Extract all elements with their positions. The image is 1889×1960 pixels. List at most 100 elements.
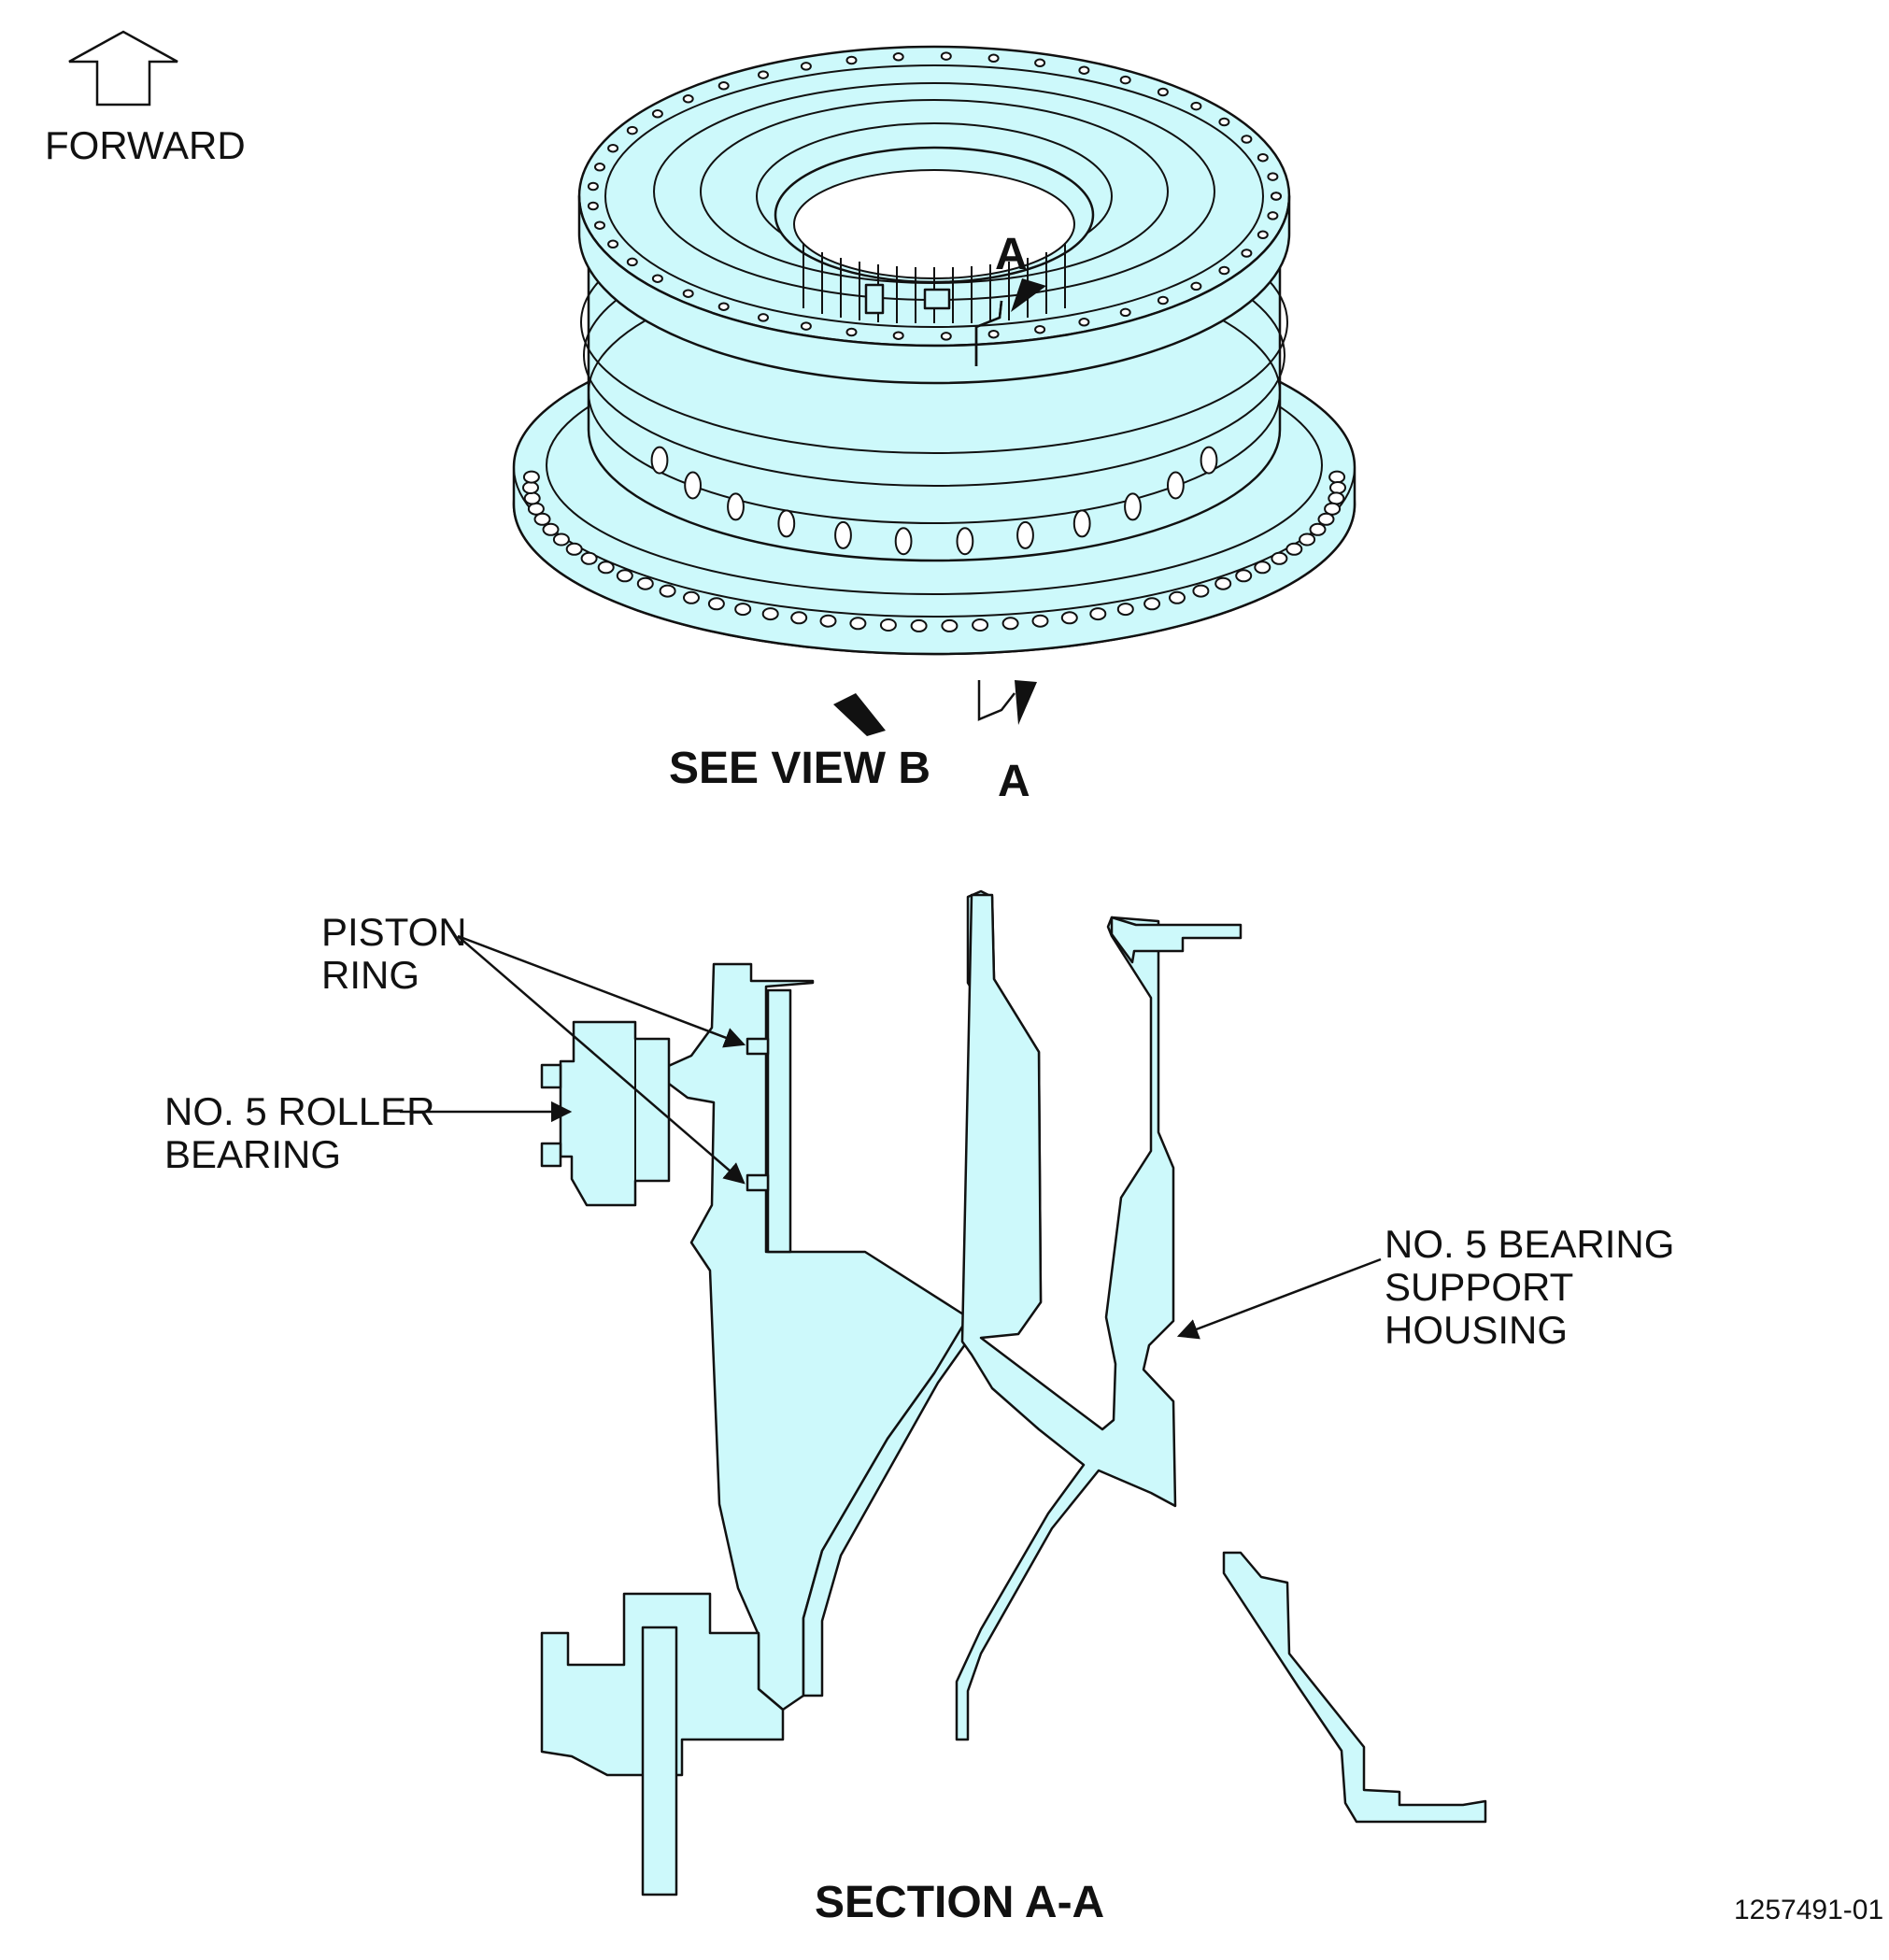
piston-ring-label-2: RING [321, 953, 419, 997]
bolt-hole [565, 542, 583, 556]
figure-number: 1257491-01 [1734, 1895, 1883, 1925]
see-view-label: SEE VIEW B [669, 744, 930, 793]
bolt-hole [594, 220, 605, 230]
section-title: SECTION A-A [815, 1878, 1104, 1927]
bolt-hole [1143, 597, 1161, 611]
bolt-hole [1157, 87, 1169, 97]
bolt-hole [523, 491, 541, 505]
bolt-hole [845, 327, 858, 337]
bolt-hole [682, 94, 694, 104]
bolt-hole [552, 533, 570, 547]
bolt-hole [845, 55, 858, 65]
bolt-hole [580, 551, 598, 565]
bolt-hole [1218, 265, 1230, 276]
bolt-hole [607, 239, 619, 249]
bolt-hole [616, 569, 633, 583]
bolt-hole [849, 617, 867, 631]
bolt-hole [910, 618, 928, 632]
piston-ring-label-1: PISTON [321, 910, 467, 954]
bolt-hole [819, 614, 837, 628]
bolt-hole [1267, 172, 1279, 181]
bolt-hole [1190, 101, 1202, 111]
section-cut-arrow-icon [977, 680, 1037, 725]
bolt-hole [717, 81, 730, 91]
bolt-hole [1167, 471, 1185, 500]
bolt-hole [879, 618, 897, 632]
bolt-hole [1299, 533, 1316, 547]
bolt-hole [1060, 611, 1078, 625]
bolt-hole [651, 274, 663, 283]
bolt-hole [1034, 58, 1046, 68]
bolt-hole [1271, 192, 1282, 201]
bolt-hole [1190, 281, 1202, 291]
bolt-hole [587, 181, 599, 192]
bolt-hole [892, 331, 904, 340]
bolt-hole [800, 321, 812, 331]
bolt-hole [522, 470, 540, 484]
bolt-hole [650, 446, 669, 475]
bolt-hole [1328, 470, 1346, 484]
bolt-hole [1157, 295, 1169, 305]
bolt-hole [1218, 117, 1230, 127]
section-a-a-view [540, 889, 1487, 1896]
bolt-hole [597, 561, 615, 575]
bolt-hole [587, 201, 599, 211]
bolt-hole [940, 51, 952, 61]
bolt-hole [1257, 152, 1269, 163]
section-letter-bottom: A [998, 757, 1030, 806]
support-housing-label-2: SUPPORT [1385, 1265, 1573, 1309]
housing-isometric-view [512, 45, 1356, 656]
bolt-hole [1031, 614, 1049, 628]
bolt-hole [734, 603, 752, 617]
bolt-hole [727, 492, 745, 521]
section-letter-top: A [995, 230, 1028, 279]
bolt-hole [1116, 603, 1134, 617]
bolt-hole [761, 607, 779, 621]
bolt-hole [790, 611, 808, 625]
bolt-hole [684, 471, 702, 500]
bolt-hole [1072, 509, 1091, 538]
leader-lines [400, 934, 1382, 1340]
bolt-hole [682, 289, 694, 298]
bolt-hole [607, 143, 619, 153]
bolt-hole [1001, 617, 1019, 631]
bolt-hole [1257, 230, 1269, 240]
bolt-hole [1169, 590, 1186, 604]
bolt-hole [594, 163, 605, 172]
bolt-hole [1192, 584, 1210, 598]
bolt-hole [1329, 481, 1346, 494]
bolt-hole [1317, 512, 1335, 526]
forward-arrow-icon [68, 30, 178, 107]
roller-bearing-label-2: BEARING [164, 1132, 341, 1176]
bolt-hole [894, 527, 913, 556]
bolt-hole [636, 576, 654, 590]
bolt-hole [758, 313, 769, 322]
roller-bearing-label-1: NO. 5 ROLLER [164, 1089, 434, 1133]
view-arrow-icon [833, 693, 886, 736]
bolt-hole [1241, 249, 1253, 258]
bolt-hole [1324, 502, 1342, 516]
bolt-hole [527, 502, 545, 516]
bolt-hole [1267, 211, 1279, 220]
bolt-hole [777, 509, 796, 538]
bolt-hole [683, 590, 700, 604]
bolt-hole [659, 584, 676, 598]
bolt-hole [1328, 491, 1345, 505]
bolt-hole [1016, 520, 1034, 549]
bolt-hole [717, 302, 730, 311]
bolt-hole [651, 109, 663, 119]
bolt-hole [1285, 542, 1303, 556]
bolt-hole [1271, 551, 1288, 565]
bolt-hole [987, 329, 1000, 339]
bolt-hole [972, 618, 989, 632]
bolt-hole [956, 527, 974, 556]
bolt-hole [522, 481, 539, 494]
bolt-hole [940, 332, 952, 341]
bolt-hole [1254, 561, 1271, 575]
bolt-hole [1214, 576, 1232, 590]
bolt-hole [1034, 324, 1046, 334]
section-cut-arrow-icon [974, 278, 1046, 366]
bolt-hole [1235, 569, 1253, 583]
bolt-hole [626, 257, 638, 267]
support-housing-label-3: HOUSING [1385, 1308, 1568, 1352]
